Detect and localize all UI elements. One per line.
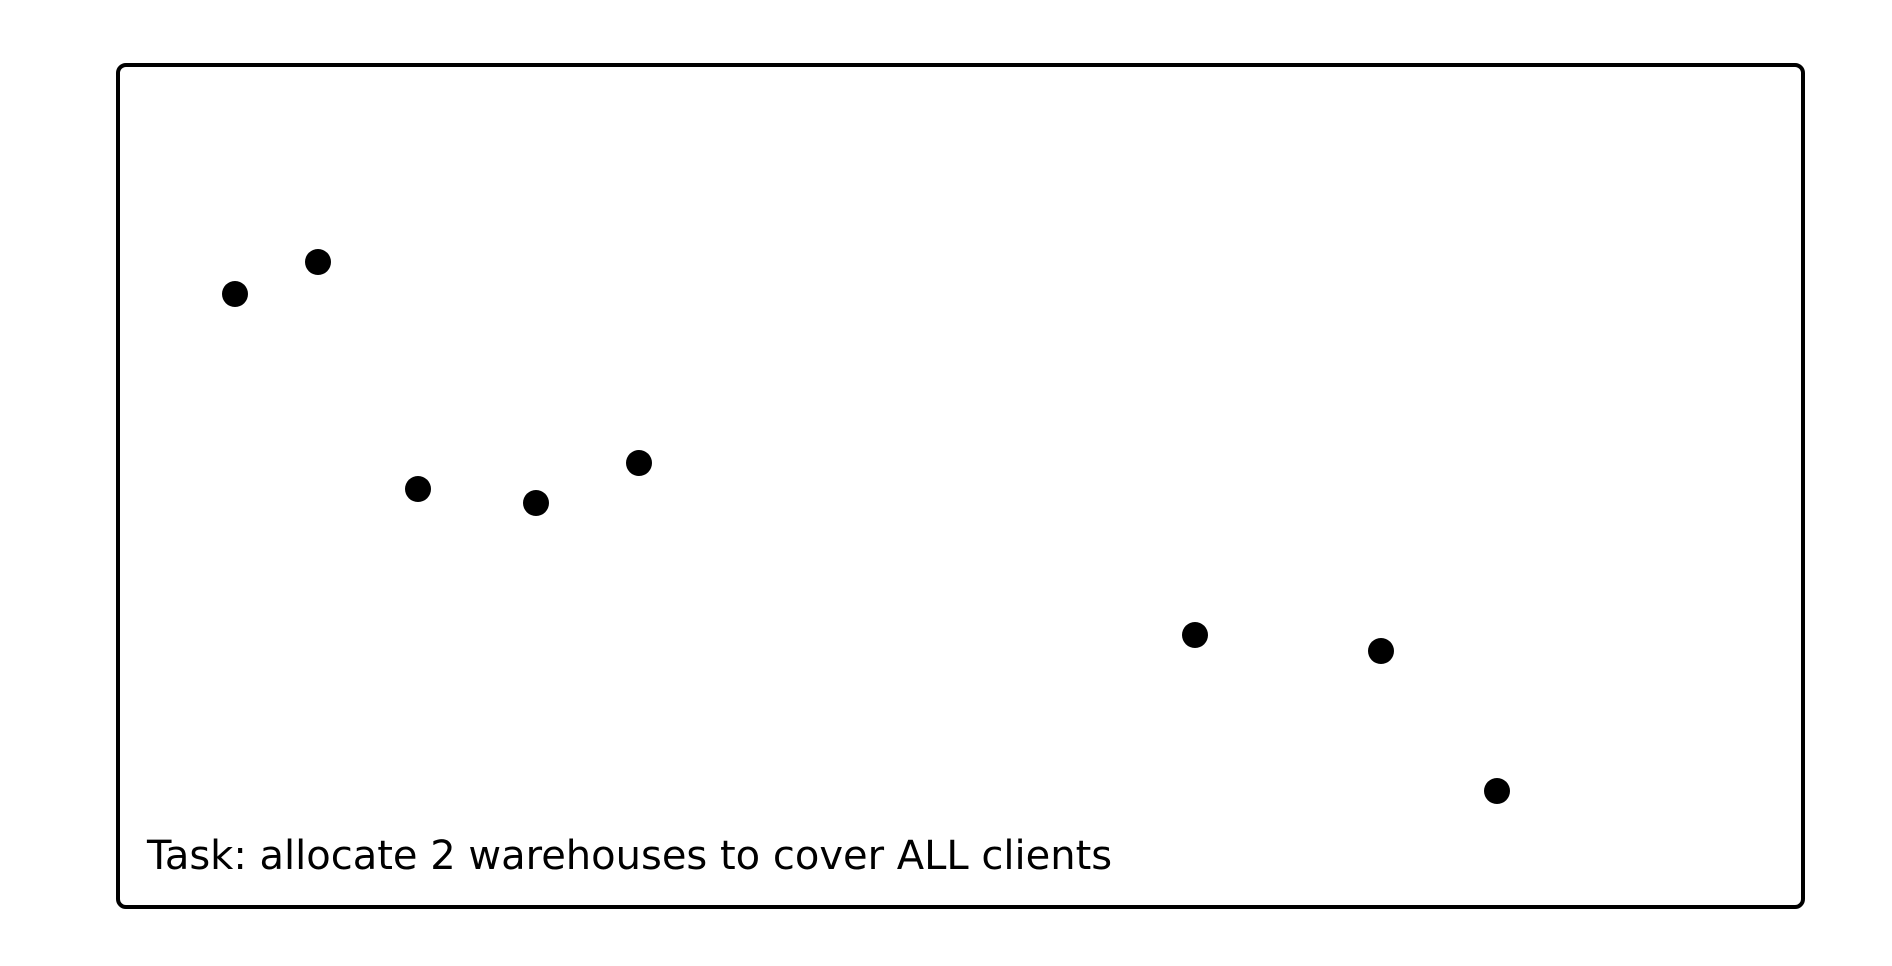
client-point: [1368, 638, 1394, 664]
client-point: [523, 490, 549, 516]
client-point: [626, 450, 652, 476]
client-point: [405, 476, 431, 502]
task-label: Task: allocate 2 warehouses to cover ALL…: [147, 833, 1113, 879]
client-point: [1484, 778, 1510, 804]
diagram-frame: [116, 63, 1805, 909]
client-point: [1182, 622, 1208, 648]
client-point: [305, 249, 331, 275]
client-point: [222, 281, 248, 307]
